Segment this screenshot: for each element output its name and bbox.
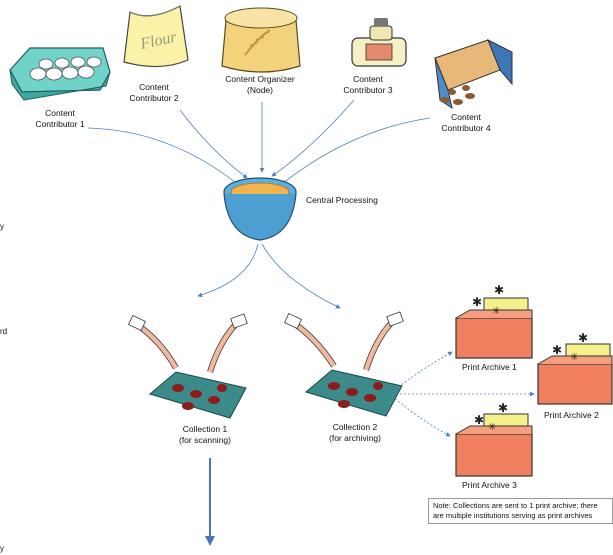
svg-text:✱: ✱ [578,331,588,345]
collection2-label-line2: (for archiving) [329,433,381,443]
hands-tray-collection2-icon [284,311,404,417]
note-box: Note: Collections are sent to 1 print ar… [428,498,613,524]
contributor1-label: Content Contributor 1 [20,108,100,130]
edge-fragment-3: y [0,544,4,553]
cereal-box-icon [434,38,513,110]
svg-text:✱: ✱ [552,343,562,357]
flour-bag-icon: Flour [123,5,189,68]
arrow-contrib4-central [281,117,431,185]
arrows-to-central [87,99,431,187]
collection2-label: Collection 2 (for archiving) [310,422,400,444]
organizer-label: Content Organizer (Node) [210,74,310,96]
svg-text:✱: ✱ [474,413,484,427]
contributor2-label-line1: Content [139,82,169,92]
egg-carton-icon [9,47,111,101]
archive3-label: Print Archive 3 [462,480,517,490]
can-icon [351,18,407,67]
arrow-collection2-archive1 [391,351,453,393]
contributor3-label-line1: Content [353,74,383,84]
collection1-label-line2: (for scanning) [179,435,231,445]
archive2-label: Print Archive 2 [544,410,599,420]
arrow-central-collection2 [261,243,341,309]
arrow-collection2-archive3 [391,395,451,437]
contributor2-label-line2: Contributor 2 [129,93,179,103]
organizer-label-line2: (Node) [247,85,273,95]
arrows-to-archives [391,351,535,437]
mixing-bowl-icon [223,177,297,241]
collection2-label-line1: Collection 2 [332,422,378,432]
svg-text:✳: ✳ [492,306,500,317]
edge-fragment-1: y [0,222,4,231]
archive-box-1-icon: ✳ ✱ ✱ [455,283,533,359]
svg-text:✱: ✱ [472,295,482,309]
contributor3-label: Content Contributor 3 [328,74,408,96]
contributor1-label-line1: Content [45,108,75,118]
arrow-central-collection1 [197,243,259,298]
grain-sack-icon [221,7,301,73]
collection1-label: Collection 1 (for scanning) [160,424,250,446]
contributor4-label-line1: Content [451,112,481,122]
collection1-label-line1: Collection 1 [182,424,228,434]
archive-box-3-icon: ✳ ✱ ✱ [455,401,533,477]
svg-text:✳: ✳ [488,422,496,433]
contributor4-label: Content Contributor 4 [426,112,506,134]
archive-box-2-icon: ✳ ✱ ✱ [537,331,613,405]
svg-text:✱: ✱ [498,401,508,415]
edge-fragment-2: rd [0,327,8,336]
arrow-contrib2-central [179,109,248,179]
contributor4-label-line2: Contributor 4 [441,123,491,133]
contributor3-label-line2: Contributor 3 [343,85,393,95]
contributor1-label-line2: Contributor 1 [35,119,85,129]
archive1-label: Print Archive 1 [462,362,517,372]
svg-text:✱: ✱ [494,283,504,297]
contributor2-label: Content Contributor 2 [114,82,194,104]
arrow-contrib3-central [271,99,355,177]
arrows-to-collections [197,243,341,309]
central-processing-label: Central Processing [306,195,378,205]
svg-text:✳: ✳ [570,352,578,363]
arrow-contrib1-central [87,127,241,187]
hands-tray-collection1-icon [128,313,248,419]
organizer-label-line1: Content Organizer [225,74,295,84]
